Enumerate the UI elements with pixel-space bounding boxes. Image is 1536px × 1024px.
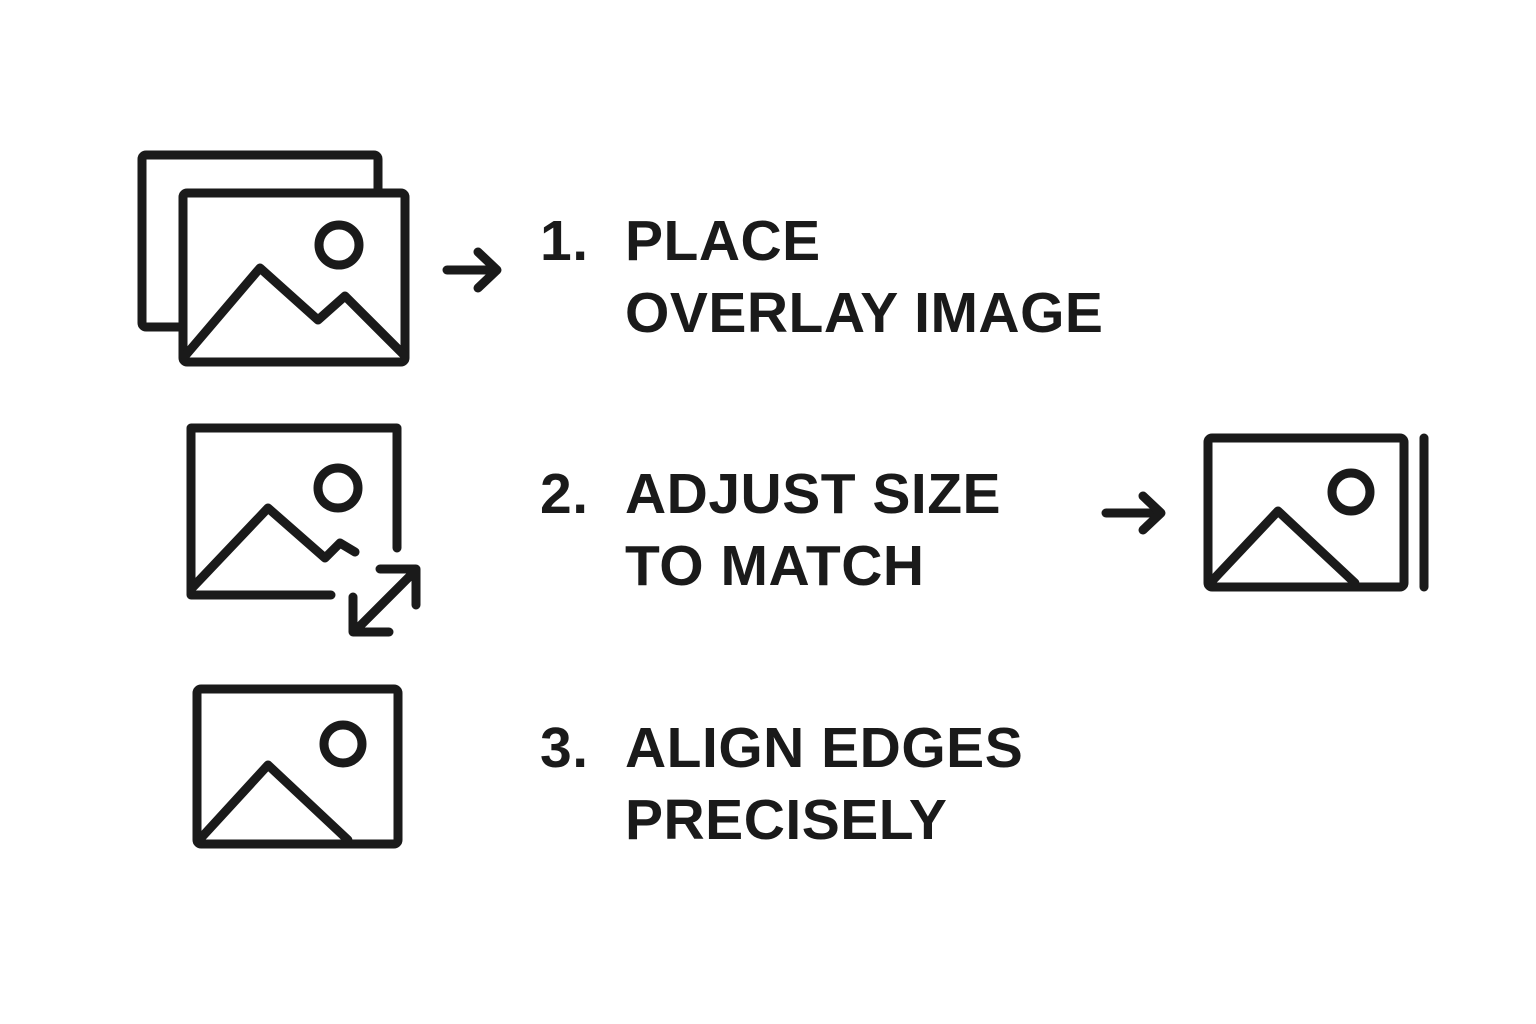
step-2: 2. ADJUST SIZE TO MATCH (540, 458, 1001, 602)
step-title-line-1: ADJUST SIZE (625, 462, 1002, 526)
step-title-line-2: TO MATCH (625, 534, 925, 598)
step-number: 3. (540, 716, 589, 780)
step-title-line-2: PRECISELY (625, 788, 948, 852)
step-title-line-1: PLACE (625, 209, 821, 273)
step-title-line-1: ALIGN EDGES (625, 716, 1024, 780)
step-1: 1. PLACE OVERLAY IMAGE (540, 205, 1103, 349)
step-number: 1. (540, 209, 589, 273)
step-3: 3. ALIGN EDGES PRECISELY (540, 712, 1023, 856)
step-title-line-2: OVERLAY IMAGE (625, 281, 1104, 345)
step-number: 2. (540, 462, 589, 526)
